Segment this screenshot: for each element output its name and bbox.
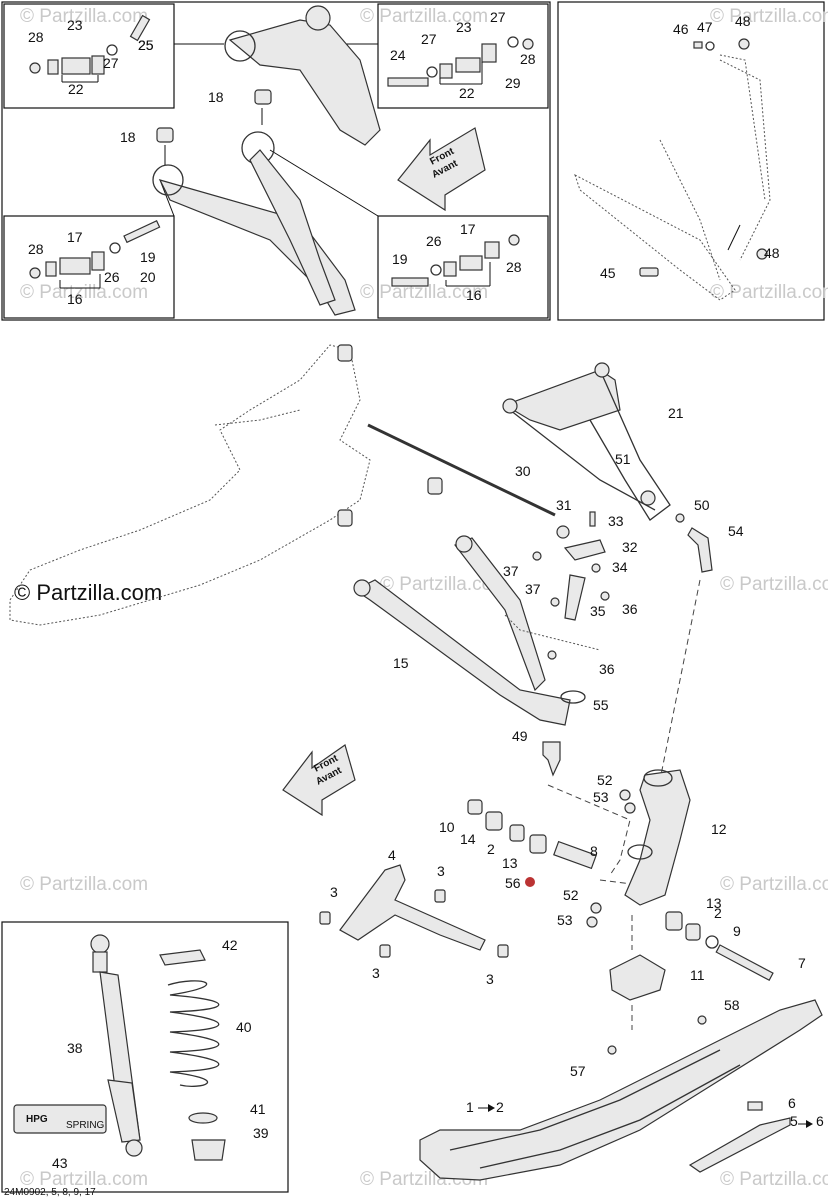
svg-text:© Partzilla.com: © Partzilla.com bbox=[360, 282, 488, 303]
svg-text:© Partzilla.com: © Partzilla.com bbox=[360, 6, 488, 27]
svg-text:© Partzilla.com: © Partzilla.com bbox=[720, 1169, 828, 1190]
svg-text:© Partzilla.com: © Partzilla.com bbox=[720, 874, 828, 895]
subbox-tr bbox=[377, 3, 549, 109]
svg-text:© Partzilla.com: © Partzilla.com bbox=[20, 874, 148, 895]
bushing-stack-left bbox=[467, 789, 636, 928]
svg-text:HPG: HPG bbox=[26, 1114, 48, 1125]
lower-a-arm bbox=[353, 535, 601, 777]
inset-arms-artwork: Front Avant bbox=[152, 5, 486, 316]
spindle bbox=[624, 769, 691, 906]
bushing-stack-right bbox=[665, 911, 774, 982]
tie-rod bbox=[367, 423, 556, 517]
svg-text:© Partzilla.com: © Partzilla.com bbox=[380, 574, 508, 595]
inset-bushing-stacks bbox=[29, 14, 534, 287]
ski-pad bbox=[609, 954, 666, 1001]
partzilla-watermark-main: © Partzilla.com bbox=[14, 580, 162, 605]
svg-text:© Partzilla.com: © Partzilla.com bbox=[20, 1169, 148, 1190]
svg-text:© Partzilla.com: © Partzilla.com bbox=[720, 574, 828, 595]
steering-links bbox=[532, 511, 713, 660]
shock-absorber: HPG SPRING bbox=[13, 934, 226, 1161]
svg-text:© Partzilla.com: © Partzilla.com bbox=[710, 282, 828, 303]
inset-shock-artwork bbox=[574, 38, 771, 301]
svg-text:SPRING: SPRING bbox=[66, 1120, 105, 1131]
front-arrow-icon: Front Avant bbox=[282, 744, 356, 817]
svg-text:© Partzilla.com: © Partzilla.com bbox=[20, 282, 148, 303]
chassis-outline bbox=[9, 344, 443, 626]
svg-text:© Partzilla.com: © Partzilla.com bbox=[20, 6, 148, 27]
svg-text:© Partzilla.com: © Partzilla.com bbox=[710, 6, 828, 27]
ski-bracket bbox=[319, 864, 509, 958]
diagram-code: 24M0902, 5, 8, 9, 17 bbox=[4, 1187, 96, 1198]
inset-frame-shock-top bbox=[557, 1, 825, 321]
upper-a-arm bbox=[502, 362, 671, 521]
inset-frame-shock-detail bbox=[1, 921, 289, 1193]
ski bbox=[419, 999, 823, 1181]
